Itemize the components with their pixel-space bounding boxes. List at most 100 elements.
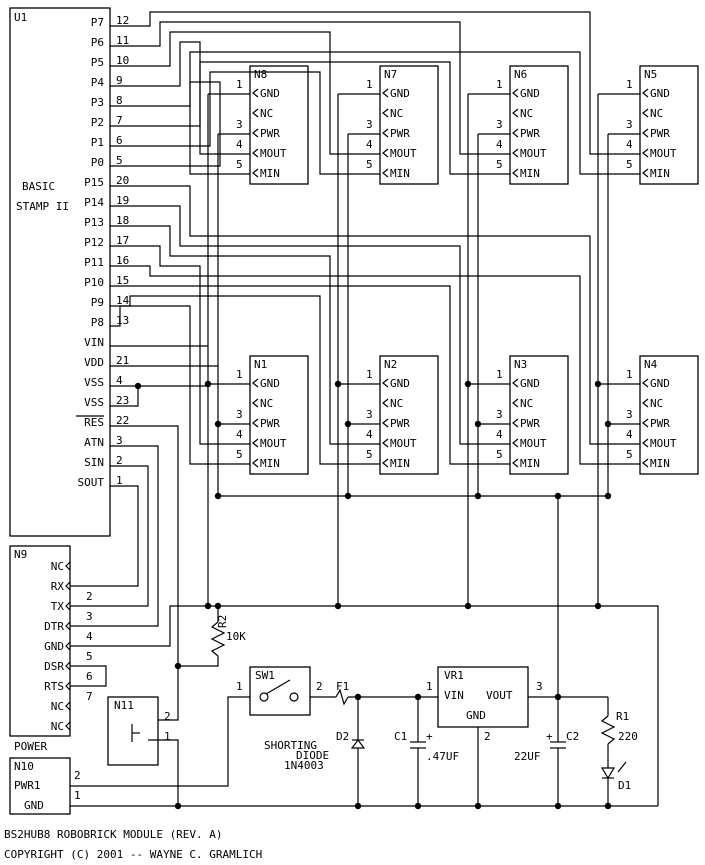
d2-ref: D2 <box>336 730 349 743</box>
n9-pin-rx-label: RX <box>51 580 65 593</box>
pin-arrow <box>65 621 71 631</box>
connector-n2 <box>379 355 439 475</box>
pin-arrow <box>642 378 649 388</box>
u1-pin-p6-label: P6 <box>91 36 104 49</box>
n11-pin2-num: 2 <box>164 710 171 723</box>
u1-pin-vss-label: VSS <box>84 376 104 389</box>
wire <box>70 665 107 687</box>
n11-body <box>107 696 159 766</box>
connector-pin-mout-label: MOUT <box>390 147 417 160</box>
wire <box>110 41 250 155</box>
u1-pin-p0-label: P0 <box>91 156 104 169</box>
connector-pin-4-num: 4 <box>236 138 243 151</box>
n9-ref: N9 <box>14 548 27 561</box>
c2-value: 22UF <box>514 750 541 763</box>
n9-pin-nc-label: NC <box>51 560 64 573</box>
junction-dot <box>214 602 222 610</box>
connector-pin-nc-label: NC <box>260 107 273 120</box>
connector-pin-5-num: 5 <box>236 158 243 171</box>
sw1-contact <box>259 692 269 702</box>
connector-pin-4-num: 4 <box>496 138 503 151</box>
connector-pin-nc-label: NC <box>390 107 403 120</box>
connector-n3-ref: N3 <box>514 358 527 371</box>
u1-pin-15-num: 15 <box>116 274 129 287</box>
connector-pin-1-num: 1 <box>366 78 373 91</box>
connector-pin-5-num: 5 <box>626 158 633 171</box>
connector-pin-5-num: 5 <box>496 158 503 171</box>
connector-pin-5-num: 5 <box>366 158 373 171</box>
connector-pin-4-num: 4 <box>626 428 633 441</box>
pin-arrow <box>512 148 519 158</box>
pin-arrow <box>65 581 71 591</box>
n11-pin1-num: 1 <box>164 730 171 743</box>
pin-arrow <box>252 148 259 158</box>
wires <box>70 11 659 810</box>
u1-pin-3-num: 3 <box>116 434 123 447</box>
u1-pin-2-num: 2 <box>116 454 123 467</box>
pin-arrow <box>512 168 519 178</box>
pin-arrow <box>382 418 389 428</box>
n9-pin-4-num: 4 <box>86 630 93 643</box>
n9-body <box>9 545 71 737</box>
pin-arrow <box>252 108 259 118</box>
wire <box>110 386 139 407</box>
connector-n5 <box>639 65 699 185</box>
connector-pin-1-num: 1 <box>236 368 243 381</box>
u1-pin-6-num: 6 <box>116 134 123 147</box>
pin-arrow <box>252 438 259 448</box>
connector-pin-pwr-label: PWR <box>390 417 410 430</box>
r1-resistor <box>600 715 616 745</box>
u1-pin-22-num: 22 <box>116 414 129 427</box>
n10-gnd-label: GND <box>24 799 44 812</box>
n9-pin-6-num: 6 <box>86 670 93 683</box>
pin-arrow <box>252 88 259 98</box>
n9-pin-gnd-label: GND <box>44 640 64 653</box>
pin-arrow <box>65 701 71 711</box>
pin-arrow <box>65 641 71 651</box>
connector-pin-5-num: 5 <box>496 448 503 461</box>
connector-pin-4-num: 4 <box>236 428 243 441</box>
vr1-ref: VR1 <box>444 669 464 682</box>
u1-ref: U1 <box>14 11 27 24</box>
vr1-body <box>437 666 529 728</box>
d2-diode <box>350 739 366 749</box>
wire <box>110 51 640 175</box>
connector-pin-gnd-label: GND <box>390 377 410 390</box>
u1-pin-16-num: 16 <box>116 254 129 267</box>
connector-pin-3-num: 3 <box>366 408 373 421</box>
u1-pin-vdd-label: VDD <box>84 356 104 369</box>
connector-n3 <box>509 355 569 475</box>
sw1-body <box>249 666 311 716</box>
connector-pin-min-label: MIN <box>520 457 540 470</box>
connector-pin-gnd-label: GND <box>650 87 670 100</box>
pin-arrow <box>512 438 519 448</box>
vr1-pin1: 1 <box>426 680 433 693</box>
connector-pin-nc-label: NC <box>520 397 533 410</box>
connector-pin-1-num: 1 <box>236 78 243 91</box>
junction-dot <box>214 420 222 428</box>
r2-ref: R2 <box>216 615 229 628</box>
n10-body <box>9 757 71 815</box>
pin-arrow <box>382 88 389 98</box>
pin-arrow <box>252 128 259 138</box>
connector-pin-nc-label: NC <box>390 397 403 410</box>
connector-pin-gnd-label: GND <box>650 377 670 390</box>
connector-pin-nc-label: NC <box>260 397 273 410</box>
n9-pin-tx-label: TX <box>51 600 65 613</box>
pin-arrow <box>642 418 649 428</box>
wire <box>70 696 250 787</box>
wire <box>110 225 380 445</box>
connector-pin-mout-label: MOUT <box>260 147 287 160</box>
n10-pwr1-num: 2 <box>74 769 81 782</box>
connector-pin-5-num: 5 <box>236 448 243 461</box>
u1-pin-sin-label: SIN <box>84 456 104 469</box>
vr1-gnd: GND <box>466 709 486 722</box>
u1-pin-vin-label: VIN <box>84 336 104 349</box>
pin-arrow <box>65 561 71 571</box>
n9-pin-2-num: 2 <box>86 590 93 603</box>
u1-pin-res-label: RES <box>84 416 104 429</box>
connector-pin-pwr-label: PWR <box>260 127 280 140</box>
u1-pin-9-num: 9 <box>116 74 123 87</box>
sw1-lever <box>265 679 291 695</box>
